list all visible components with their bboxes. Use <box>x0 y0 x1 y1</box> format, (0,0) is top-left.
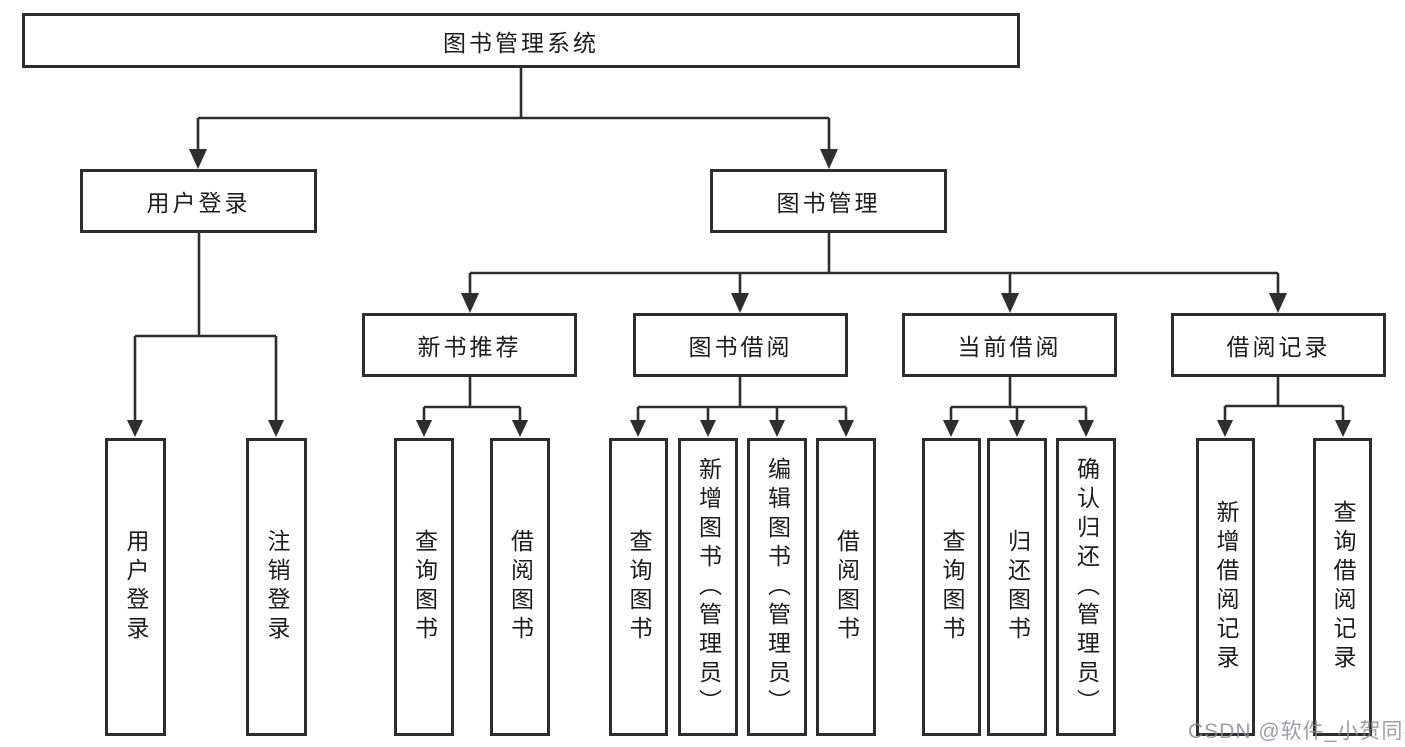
leaf-label: 借阅图书 <box>507 529 534 645</box>
leaf-add-borrow-record: 新增借阅记录 <box>1196 438 1255 736</box>
leaf-label: 归还图书 <box>1004 529 1031 645</box>
watermark-text: CSDN @软件_小贺同学 <box>1188 720 1405 743</box>
leaf-borrow-books-recommend: 借阅图书 <box>490 438 550 736</box>
node-new-book-recommendation: 新书推荐 <box>362 313 577 377</box>
leaf-confirm-return-admin: 确认归还（管理员） <box>1056 438 1116 736</box>
node-current-borrowing: 当前借阅 <box>902 313 1117 377</box>
leaf-query-books-current: 查询图书 <box>922 438 981 736</box>
leaf-label: 查询图书 <box>626 529 652 645</box>
leaf-label: 借阅图书 <box>833 529 860 645</box>
leaf-label: 新增借阅记录 <box>1213 500 1239 674</box>
leaf-label: 编辑图书（管理员） <box>764 456 791 718</box>
leaf-query-borrow-record: 查询借阅记录 <box>1313 438 1372 736</box>
leaf-label: 注销登录 <box>264 529 290 645</box>
leaf-add-books-admin: 新增图书（管理员） <box>678 438 738 736</box>
leaf-logout: 注销登录 <box>246 438 307 736</box>
leaf-return-books: 归还图书 <box>987 438 1047 736</box>
leaf-label: 确认归还（管理员） <box>1073 456 1100 718</box>
node-user-login: 用户登录 <box>80 169 317 233</box>
node-book-management: 图书管理 <box>710 169 947 233</box>
node-library-management-system: 图书管理系统 <box>22 13 1020 68</box>
leaf-borrow-books: 借阅图书 <box>816 438 876 736</box>
leaf-label: 查询借阅记录 <box>1330 500 1356 674</box>
node-book-borrowing: 图书借阅 <box>633 313 848 377</box>
leaf-user-login: 用户登录 <box>105 438 166 736</box>
leaf-query-books-recommend: 查询图书 <box>394 438 454 736</box>
leaf-query-books-borrowing: 查询图书 <box>609 438 668 736</box>
leaf-edit-books-admin: 编辑图书（管理员） <box>747 438 807 736</box>
leaf-label: 查询图书 <box>411 529 438 645</box>
leaf-label: 查询图书 <box>939 529 965 645</box>
leaf-label: 用户登录 <box>123 529 149 645</box>
node-borrowing-records: 借阅记录 <box>1171 313 1386 377</box>
leaf-label: 新增图书（管理员） <box>695 456 722 718</box>
